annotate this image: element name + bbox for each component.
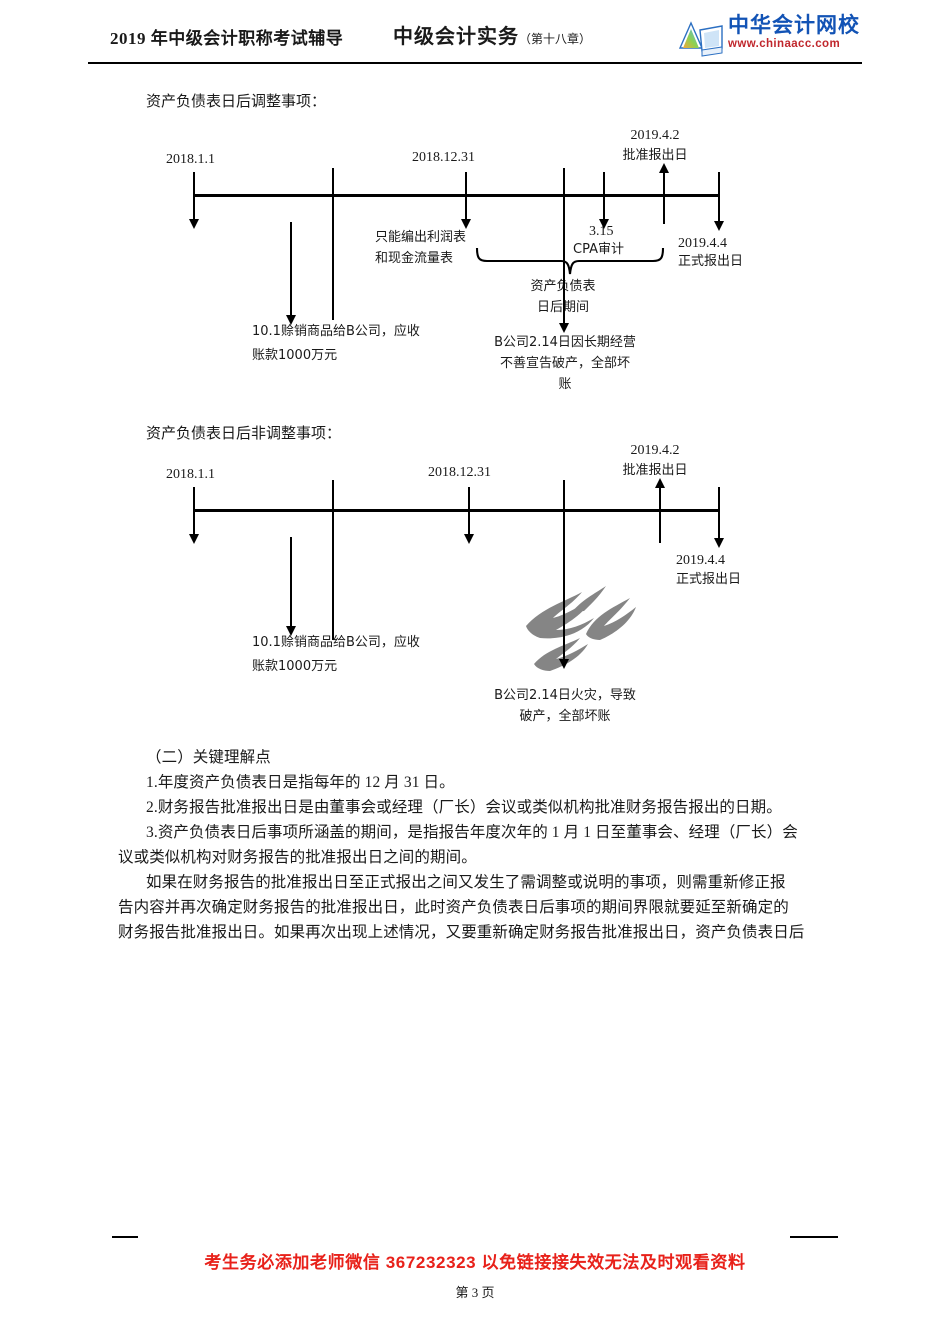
site-logo: 中华会计网校 www.chinaacc.com (678, 14, 868, 64)
body-heading: （二）关键理解点 (146, 749, 271, 766)
note-post-balance-period: 资产负债表 日后期间 (508, 276, 618, 318)
logo-text: 中华会计网校 www.chinaacc.com (728, 14, 860, 51)
arrow-bankruptcy-event (559, 272, 569, 333)
label-start-date: 2018.1.1 (166, 152, 215, 167)
arrow-start-date-2 (189, 487, 199, 544)
note-bankruptcy-event-line1: B公司2.14日因长期经营 (494, 335, 636, 350)
footer-page-number: 第 3 页 (455, 1285, 495, 1300)
note-credit-sale-line1: 10.1赊销商品给B公司，应收 (252, 324, 420, 339)
footer-rule-left (112, 1236, 138, 1238)
label-approval-2: 批准报出日 (622, 463, 688, 478)
logo-book-icon (678, 20, 724, 58)
note-only-income-statement-line2: 和现金流量表 (375, 251, 454, 266)
note-only-income-statement: 只能编出利润表 和现金流量表 (375, 227, 466, 269)
label-issue-date: 2019.4.4 (678, 236, 727, 251)
footer-rule-right (790, 1236, 838, 1238)
note-credit-sale-2-line2: 账款1000万元 (252, 659, 338, 674)
body-point-3-line1: 3.资产负债表日后事项所涵盖的期间，是指报告年度次年的 1 月 1 日至董事会、… (146, 824, 798, 841)
tick-mark-issue-date (718, 172, 720, 196)
header-center-chapter: （第十八章） (519, 32, 592, 46)
arrow-approval-date-2 (655, 478, 665, 543)
arrow-audit-date (599, 172, 609, 229)
header-divider (88, 62, 862, 64)
note-post-balance-period-line2: 日后期间 (508, 297, 618, 318)
header-left-title: 2019 年中级会计职称考试辅导 (110, 29, 344, 48)
body-paragraph-4-line2: 告内容并再次确定财务报告的批准报出日，此时资产负债表日后事项的期间界限就要延至新… (118, 899, 789, 916)
note-fire-event: B公司2.14日火灾，导致 破产，全部坏账 (470, 685, 660, 727)
logo-name: 中华会计网校 (728, 14, 860, 37)
note-credit-sale-2: 10.1赊销商品给B公司，应收 账款1000万元 (252, 631, 420, 679)
label-balance-sheet-date-2: 2018.12.31 (428, 465, 491, 480)
body-paragraph-4-line1: 如果在财务报告的批准报出日至正式报出之间又发生了需调整或说明的事项，则需重新修正… (146, 874, 786, 891)
body-paragraph-4-line3: 财务报告批准报出日。如果再次出现上述情况，又要重新确定财务报告批准报出日，资产负… (118, 924, 805, 941)
footer-promo-note: 考生务必添加老师微信 367232323 以免链接接失效无法及时观看资料 (204, 1253, 746, 1272)
note-credit-sale: 10.1赊销商品给B公司，应收 账款1000万元 (252, 320, 420, 368)
note-fire-event-line1: B公司2.14日火灾，导致 (494, 688, 636, 703)
note-bankruptcy-event-line2: 不善宣告破产，全部坏 (499, 356, 630, 371)
body-point-2: 2.财务报告批准报出日是由董事会或经理（厂长）会议或类似机构批准财务报告报出的日… (146, 799, 782, 816)
arrow-approval-date (659, 163, 669, 224)
logo-url: www.chinaacc.com (728, 38, 841, 50)
body-point-3-line2: 议或类似机构对财务报告的批准报出日之间的期间。 (118, 849, 477, 866)
tick-mark-separator-4 (563, 480, 565, 620)
arrow-issue-date (714, 194, 724, 231)
arrow-fire-event (559, 572, 569, 669)
tick-mark-separator-2 (563, 168, 565, 286)
section1-caption: 资产负债表日后调整事项： (146, 94, 327, 110)
note-credit-sale-2-line1: 10.1赊销商品给B公司，应收 (252, 635, 420, 650)
note-fire-event-line2: 破产，全部坏账 (519, 709, 611, 724)
note-bankruptcy-event: B公司2.14日因长期经营 不善宣告破产，全部坏 账 (470, 332, 660, 395)
label-approval-date: 2019.4.2 (630, 128, 680, 143)
arrow-start-date (189, 172, 199, 229)
tick-mark-separator-1 (332, 168, 334, 320)
body-point-1: 1.年度资产负债表日是指每年的 12 月 31 日。 (146, 774, 455, 791)
arrow-credit-sale (286, 222, 296, 325)
arrow-issue-date-2 (714, 509, 724, 548)
note-bankruptcy-event-line3: 账 (558, 377, 572, 392)
header-center-title: 中级会计实务（第十八章） (393, 20, 591, 49)
label-start-date-2: 2018.1.1 (166, 467, 215, 482)
page-header: 2019 年中级会计职称考试辅导 中级会计实务（第十八章） (88, 14, 862, 66)
section2-caption: 资产负债表日后非调整事项： (146, 426, 342, 442)
note-only-income-statement-line1: 只能编出利润表 (375, 230, 467, 245)
note-post-balance-period-line1: 资产负债表 (508, 276, 618, 297)
timeline-axis-2 (193, 509, 719, 512)
arrow-credit-sale-2 (286, 537, 296, 636)
label-audit: CPA审计 (573, 242, 624, 257)
brace-balance-sheet-period (474, 246, 668, 276)
label-issue-date-2: 2019.4.4 (676, 553, 725, 568)
header-center-main: 中级会计实务 (393, 26, 519, 48)
note-credit-sale-line2: 账款1000万元 (252, 348, 338, 363)
timeline-diagram-non-adjusting: 2018.1.1 2018.12.31 2019.4.2 批准报出日 2019.… (166, 443, 742, 727)
label-approval: 批准报出日 (622, 148, 688, 163)
timeline-diagram-adjusting: 2018.1.1 2018.12.31 只能编出利润表 和现金流量表 3.15 … (0, 0, 950, 400)
label-balance-sheet-date: 2018.12.31 (412, 150, 475, 165)
arrow-balance-sheet-date-2 (464, 487, 474, 544)
tick-mark-issue-date-2 (718, 487, 720, 511)
fire-icon (520, 578, 650, 688)
label-approval-date-2: 2019.4.2 (630, 443, 680, 458)
label-issue-2: 正式报出日 (676, 572, 742, 587)
timeline-axis (193, 194, 719, 197)
tick-mark-separator-3 (332, 480, 334, 640)
arrow-balance-sheet-date (461, 172, 471, 229)
label-issue: 正式报出日 (678, 254, 744, 269)
